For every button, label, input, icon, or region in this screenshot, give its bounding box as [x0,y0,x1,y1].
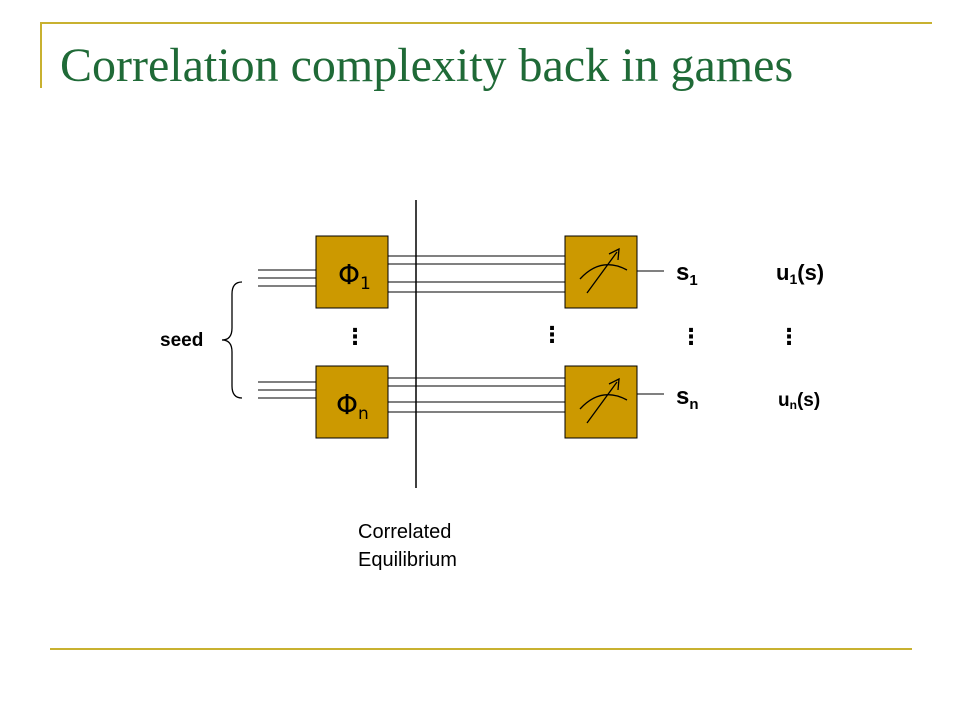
meter-icon [579,377,628,424]
payoff-label-n: un(s) [778,390,820,412]
top-rule [40,22,932,24]
output-wires-bottom [388,377,565,413]
phi-n-label: Φn [336,388,369,424]
input-wires-top [258,269,316,287]
ellipsis-outcomes: ⋮ [680,325,702,350]
measurement-box-n [564,365,638,439]
input-wires-bottom [258,381,316,399]
ellipsis-wires: ⋮ [541,323,563,348]
strategy-label-1: s1 [676,259,698,289]
meter-icon [579,247,628,294]
seed-label: seed [160,330,203,351]
strategy-label-n: sn [676,383,699,413]
ellipsis-payoffs: ⋮ [778,325,800,350]
output-wires-top [388,255,565,293]
slide-title: Correlation complexity back in games [60,39,794,92]
ellipsis-strategies: ⋮ [344,325,366,350]
measurement-box-1 [564,235,638,309]
strategy-box-1 [315,235,389,309]
strategy-box-n [315,365,389,439]
payoff-label-1: u1(s) [776,260,824,287]
equilibrium-caption: Correlated Equilibrium [358,518,457,574]
left-rule [40,22,42,88]
phi-1-label: Φ1 [338,258,371,294]
caption-line-2: Equilibrium [358,549,457,571]
bottom-rule [50,648,912,650]
caption-line-1: Correlated [358,521,452,543]
seed-brace [221,281,243,399]
